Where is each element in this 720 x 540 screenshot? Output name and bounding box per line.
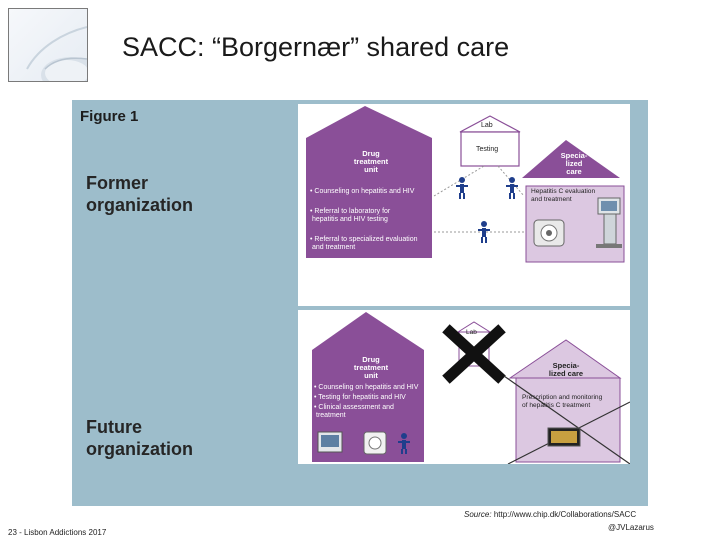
medical-device-icon [533,219,565,247]
figure-label: Figure 1 [80,108,139,125]
drug-unit-title-line: unit [364,165,378,174]
drug-unit-item: • Counseling on hepatitis and HIV [310,188,415,195]
specialized-care-item: Prescription and monitoring [522,394,603,401]
future-diagram-graphics [312,312,630,464]
fibroscan-machine-icon [596,197,622,248]
specialized-care-item: of hepatitis C treatment [522,402,591,409]
specialized-title-line: Specia- [552,361,580,370]
drug-unit-item: • Testing for hepatitis and HIV [314,394,406,401]
specialized-title-line: Specia- [560,151,588,160]
lab-body [460,131,520,167]
specialized-care-item: Hepatitis C evaluation [531,188,596,195]
specialized-title-line: lized [565,159,583,168]
person-icon [506,177,518,199]
drug-unit-item: • Referral to specialized evaluation [310,236,418,243]
analyzer-device-icon [363,431,387,455]
twitter-handle: @JVLazarus [608,523,654,532]
drug-unit-roof [306,106,432,138]
dashed-line [433,165,485,197]
drug-unit-item: hepatitis and HIV testing [312,216,388,223]
monitor-icon [547,427,581,447]
person-icon [398,433,410,454]
former-organization-label: Former organization [86,172,193,216]
drug-unit-title-line: Drug [362,149,380,158]
drug-unit-title-line: treatment [353,157,389,166]
drug-unit-item: • Referral to laboratory for [310,208,391,215]
future-diagram: Lab Drug treatment unit • Counseling on … [298,310,630,464]
drug-unit-title-line: Drug [362,355,380,364]
future-label-line2: organization [86,439,193,459]
specialized-care-title: Specia- lized care [544,362,588,378]
former-diagram: Lab Testing Drug treatment unit • Counse… [298,104,630,306]
strike-line [503,375,630,464]
lab-label: Lab [481,122,493,129]
drug-unit-title: Drug treatment unit [346,150,396,174]
specialized-title-line: care [566,167,582,176]
logo [8,8,88,82]
source-prefix: Source: [464,510,492,519]
drug-unit-item: treatment [316,412,346,419]
former-label-line1: Former [86,173,149,193]
source-citation: Source: http://www.chip.dk/Collaboration… [464,510,636,519]
testing-label: Testing [476,146,499,153]
cross-out-icon [442,324,506,384]
former-diagram-graphics [306,106,625,263]
future-organization-label: Future organization [86,416,193,460]
fibroscan-device-icon [317,431,343,453]
drug-unit-item: and treatment [312,244,356,251]
specialized-care-roof [522,140,620,178]
lab-label: Lab [466,329,477,336]
specialized-care-item: and treatment [531,196,572,203]
drug-unit-title-line: treatment [353,363,389,372]
drug-unit-item: • Counseling on hepatitis and HIV [314,384,419,391]
logo-image [26,26,87,81]
future-label-line1: Future [86,417,142,437]
drug-unit-item: • Clinical assessment and [314,404,394,411]
drug-unit-body [306,138,432,258]
slide-title: SACC: “Borgernær” shared care [122,32,510,62]
specialized-care-title: Specia- lized care [554,152,594,176]
person-icon [478,221,490,243]
specialized-title-line: lized care [548,369,584,378]
source-url: http://www.chip.dk/Collaborations/SACC [493,510,637,519]
drug-unit-title: Drug treatment unit [346,356,396,380]
dashed-line [497,165,525,197]
former-label-line2: organization [86,195,193,215]
drug-unit-title-line: unit [364,371,378,380]
person-icon [456,177,468,199]
drug-unit-roof [312,312,424,350]
slide-footer: 23 - Lisbon Addictions 2017 [8,528,107,537]
